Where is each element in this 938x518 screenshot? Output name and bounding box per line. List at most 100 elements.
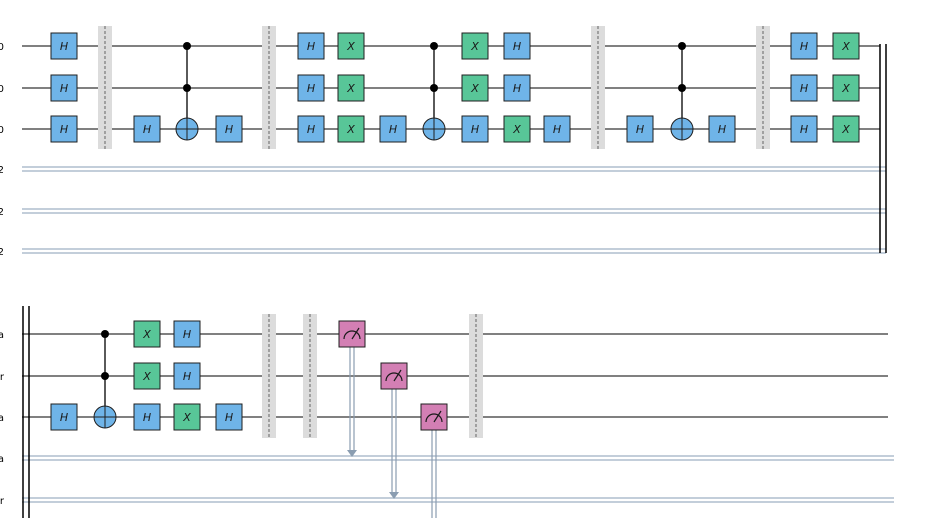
gate-label: H [800, 123, 808, 136]
gate-box [832, 74, 860, 102]
wire-label: 2 [0, 207, 4, 218]
pauli-x-gate: X [337, 74, 365, 102]
control-dot [183, 84, 191, 92]
gate-box [503, 115, 531, 143]
gate-box [337, 115, 365, 143]
barrier [469, 314, 483, 438]
measure-gate [338, 320, 366, 457]
gate-label: X [346, 82, 355, 95]
control-dot [678, 84, 686, 92]
gate-box [626, 115, 654, 143]
gate-label: X [512, 123, 521, 136]
gate-label: X [346, 40, 355, 53]
gate-label: H [471, 123, 479, 136]
gate-box [173, 362, 201, 390]
toffoli-gate [175, 42, 199, 141]
gate-label: H [183, 328, 191, 341]
gate-label: X [182, 411, 191, 424]
wire-label: a [0, 413, 4, 424]
gate-box [461, 32, 489, 60]
meter-icon [425, 413, 443, 423]
wire-label: 2 [0, 165, 4, 176]
control-dot [430, 84, 438, 92]
hadamard-gate: H [790, 32, 818, 60]
control-dot [101, 330, 109, 338]
gate-box [133, 115, 161, 143]
pauli-x-gate: X [832, 74, 860, 102]
wire-label: 2 [0, 247, 4, 258]
hadamard-gate: H [50, 115, 78, 143]
wire-label: 0 [0, 125, 4, 136]
gate-box [215, 115, 243, 143]
wire-label: r [0, 372, 5, 383]
pauli-x-gate: X [337, 115, 365, 143]
gate-label: H [60, 411, 68, 424]
gate-label: H [513, 82, 521, 95]
gate-label: H [800, 82, 808, 95]
pauli-x-gate: X [337, 32, 365, 60]
hadamard-gate: H [503, 74, 531, 102]
gate-label: X [142, 370, 151, 383]
gate-label: H [718, 123, 726, 136]
gate-box [832, 32, 860, 60]
gate-box [50, 32, 78, 60]
gate-label: X [841, 40, 850, 53]
gate-label: H [389, 123, 397, 136]
hadamard-gate: H [50, 403, 78, 431]
hadamard-gate: H [215, 115, 243, 143]
wire-label: 0 [0, 84, 4, 95]
gate-box [379, 115, 407, 143]
hadamard-gate: H [297, 74, 325, 102]
measure-arrow-head [389, 492, 399, 499]
gate-box [133, 362, 161, 390]
meter-needle [433, 410, 442, 423]
gate-label: H [143, 123, 151, 136]
wire-label: a [0, 454, 4, 465]
gate-label: X [346, 123, 355, 136]
pauli-x-gate: X [133, 362, 161, 390]
measure-gate [420, 403, 448, 518]
hadamard-gate: H [173, 320, 201, 348]
hadamard-gate: H [297, 32, 325, 60]
pauli-x-gate: X [832, 115, 860, 143]
pauli-x-gate: X [461, 74, 489, 102]
gate-box [297, 74, 325, 102]
gate-box [503, 32, 531, 60]
hadamard-gate: H [50, 74, 78, 102]
control-dot [101, 372, 109, 380]
gate-box [337, 32, 365, 60]
hadamard-gate: H [543, 115, 571, 143]
hadamard-gate: H [461, 115, 489, 143]
hadamard-gate: H [708, 115, 736, 143]
pauli-x-gate: X [133, 320, 161, 348]
gate-label: H [553, 123, 561, 136]
gate-label: H [143, 411, 151, 424]
gate-label: X [841, 123, 850, 136]
control-dot [678, 42, 686, 50]
gate-box [790, 32, 818, 60]
hadamard-gate: H [173, 362, 201, 390]
gate-label: X [470, 40, 479, 53]
gate-box [543, 115, 571, 143]
measure-arrow-head [347, 450, 357, 457]
hadamard-gate: H [379, 115, 407, 143]
measure-gate [380, 362, 408, 499]
wire-label: a [0, 330, 4, 341]
gate-box [708, 115, 736, 143]
gate-box [790, 74, 818, 102]
gate-box [461, 74, 489, 102]
barrier [262, 26, 276, 149]
gate-label: H [307, 123, 315, 136]
gate-box [50, 74, 78, 102]
hadamard-gate: H [50, 32, 78, 60]
gate-box [133, 403, 161, 431]
hadamard-gate: H [133, 115, 161, 143]
gate-box [503, 74, 531, 102]
meter-needle [393, 369, 402, 382]
